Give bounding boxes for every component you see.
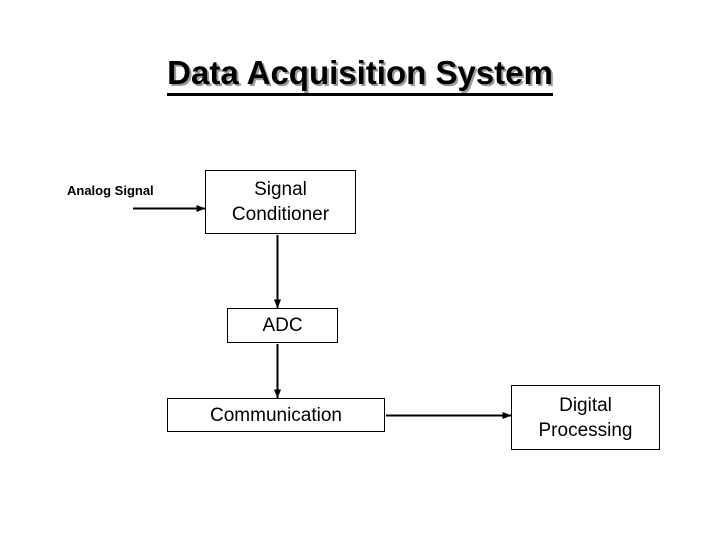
analog-signal-label: Analog Signal [67,183,154,198]
page-title-text: Data Acquisition System [167,54,555,98]
box-adc[interactable]: ADC [227,308,338,343]
box-digital-processing[interactable]: Digital Processing [511,385,660,450]
box-signal-conditioner[interactable]: Signal Conditioner [205,170,356,234]
page-title: Data Acquisition System [0,54,720,98]
box-communication[interactable]: Communication [167,398,385,432]
